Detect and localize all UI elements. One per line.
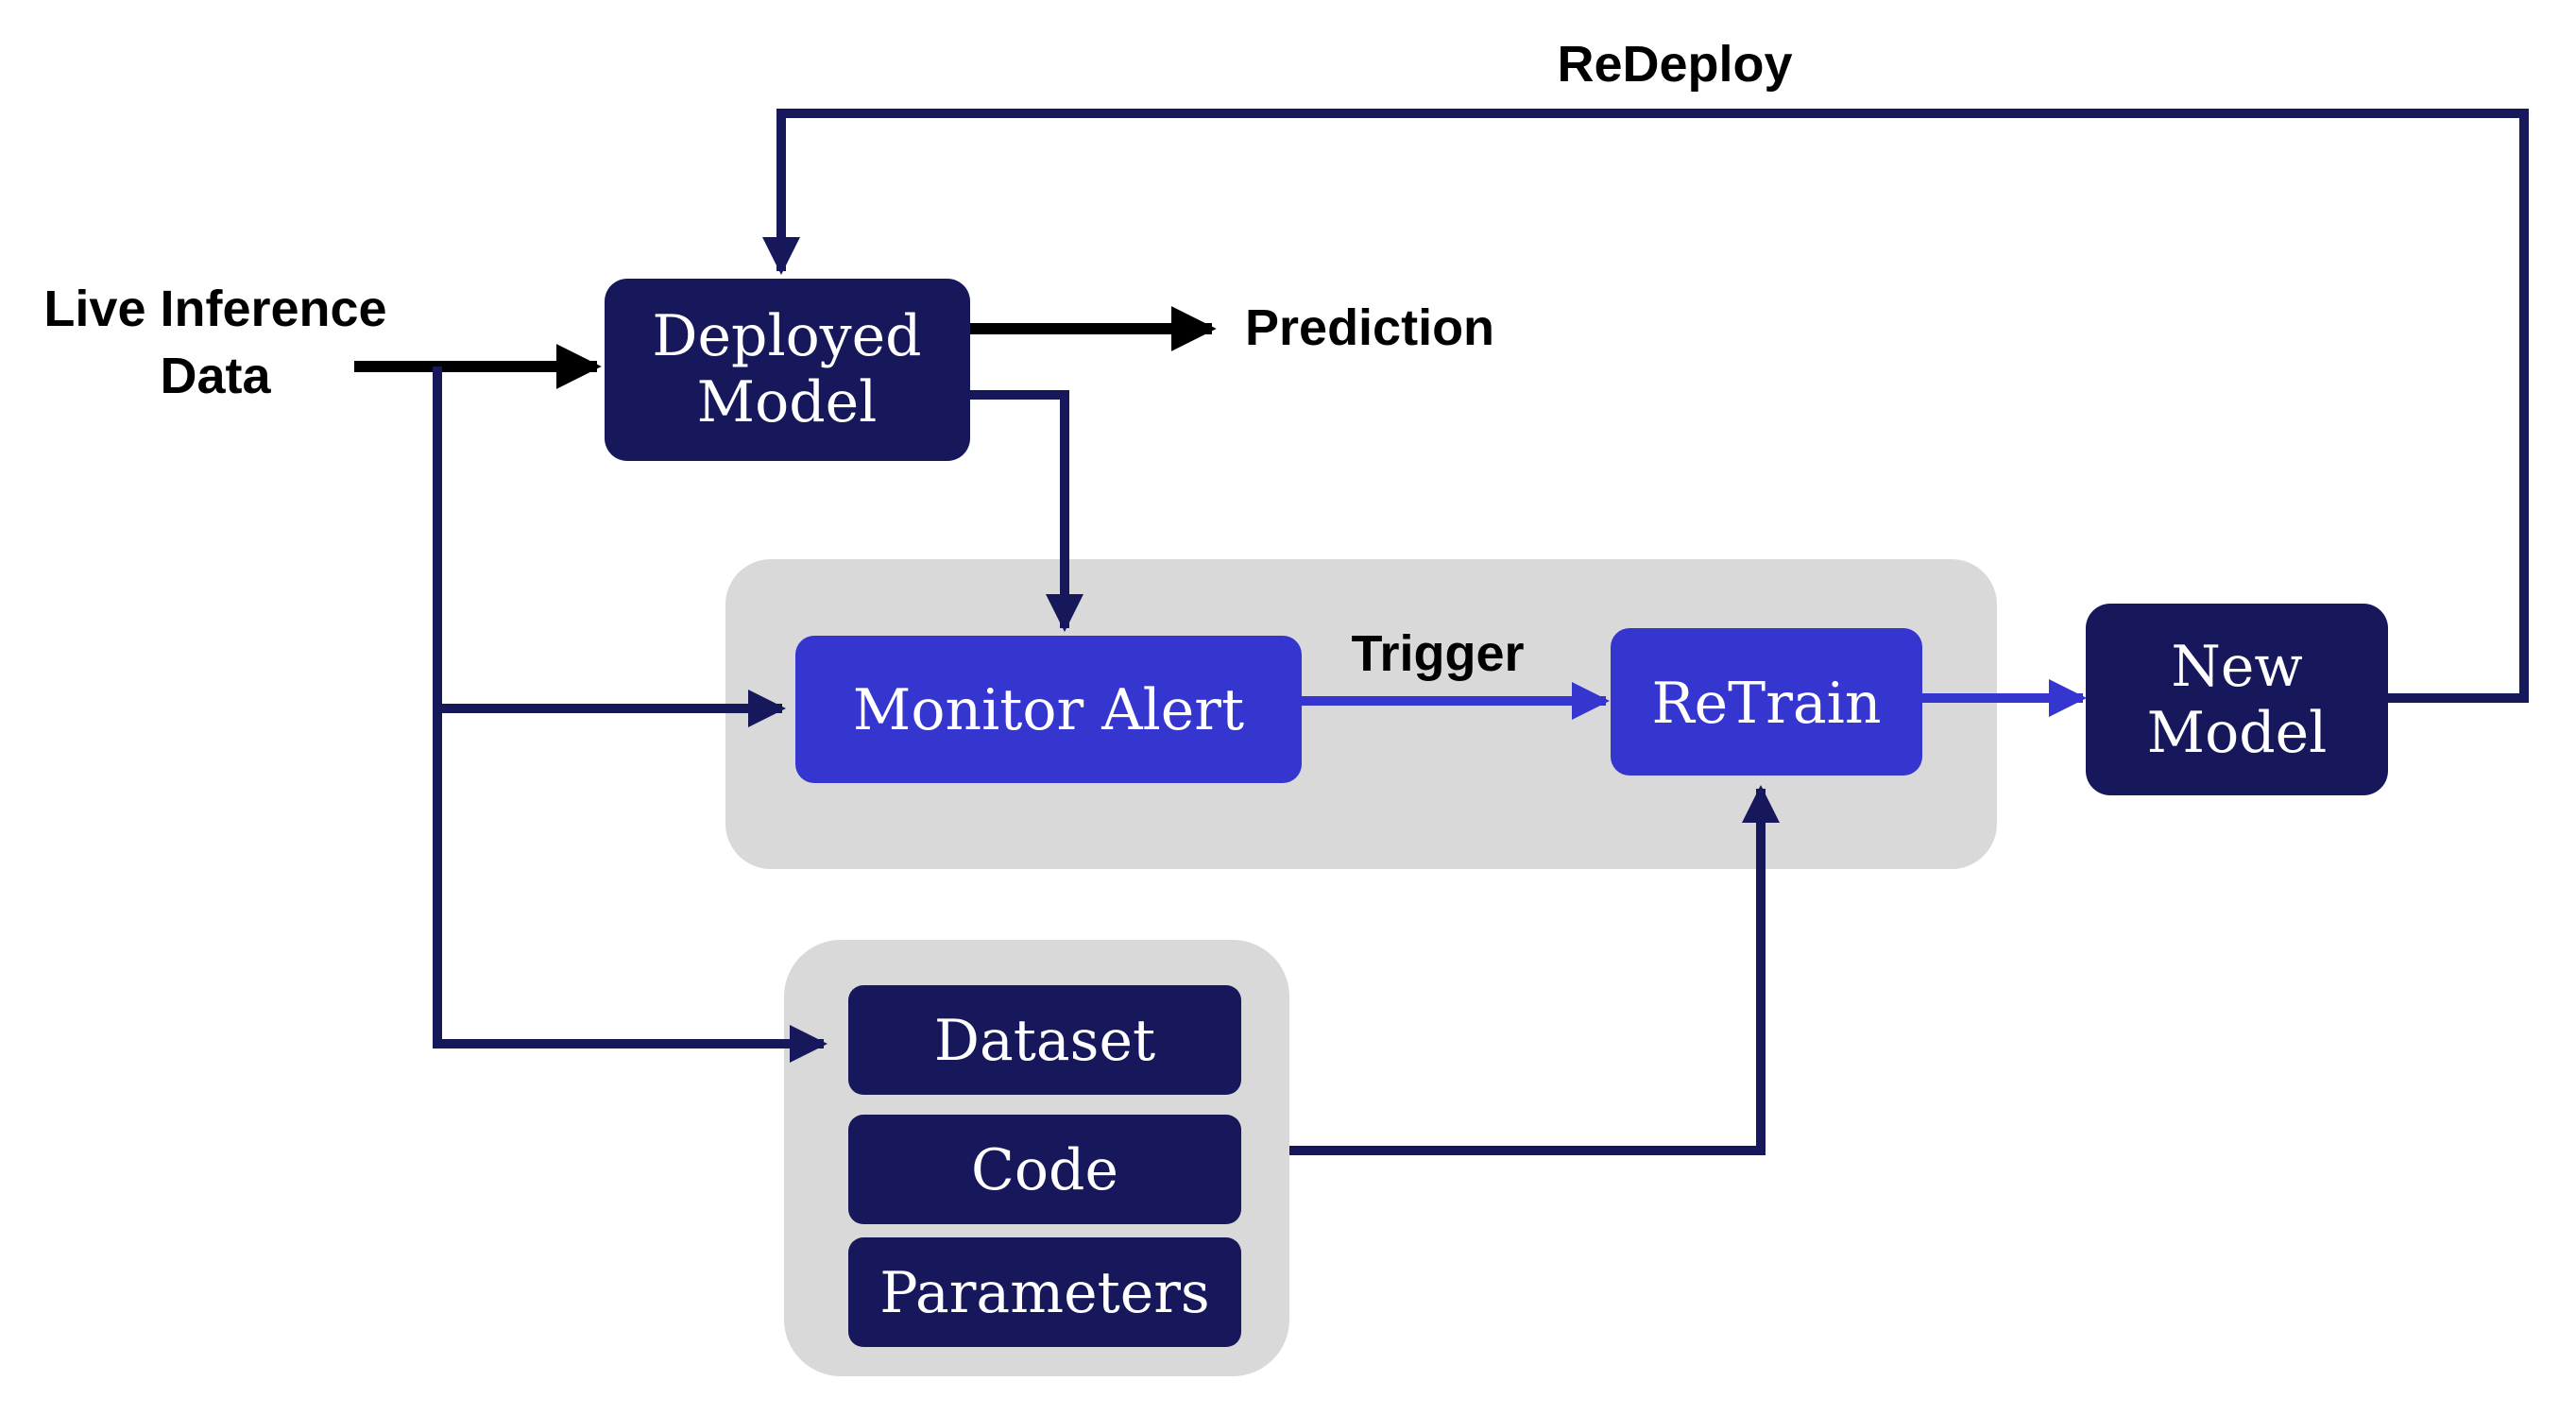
parameters-node[interactable]: Parameters <box>848 1237 1241 1347</box>
code-node[interactable]: Code <box>848 1115 1241 1224</box>
deployed-model-node[interactable]: Deployed Model <box>605 279 970 461</box>
parameters-label: Parameters <box>879 1260 1209 1326</box>
new-model-label-line1: New <box>2171 634 2302 700</box>
arrow-deployed-model-to-monitor-alert <box>969 390 1083 632</box>
live-data-trunk-line <box>433 367 827 1063</box>
monitor-alert-label: Monitor Alert <box>853 677 1244 743</box>
monitor-alert-node[interactable]: Monitor Alert <box>795 636 1302 783</box>
dataset-label: Dataset <box>934 1008 1155 1074</box>
prediction-label: Prediction <box>1245 299 1494 356</box>
deployed-model-label-line1: Deployed <box>652 303 921 369</box>
deployed-model-label-line2: Model <box>697 369 878 435</box>
live-inference-data-label-line2: Data <box>160 348 271 404</box>
arrow-new-model-redeploy <box>762 109 2529 703</box>
trigger-label: Trigger <box>1351 625 1524 682</box>
retrain-label: ReTrain <box>1652 671 1882 737</box>
redeploy-label: ReDeploy <box>1557 36 1792 93</box>
retrain-node[interactable]: ReTrain <box>1611 628 1922 776</box>
code-label: Code <box>971 1137 1118 1203</box>
live-inference-data-label-line1: Live Inference <box>43 281 386 337</box>
new-model-node[interactable]: New Model <box>2086 604 2388 795</box>
dataset-node[interactable]: Dataset <box>848 985 1241 1095</box>
new-model-label-line2: Model <box>2147 700 2328 766</box>
arrow-artifacts-to-retrain <box>1289 785 1780 1155</box>
